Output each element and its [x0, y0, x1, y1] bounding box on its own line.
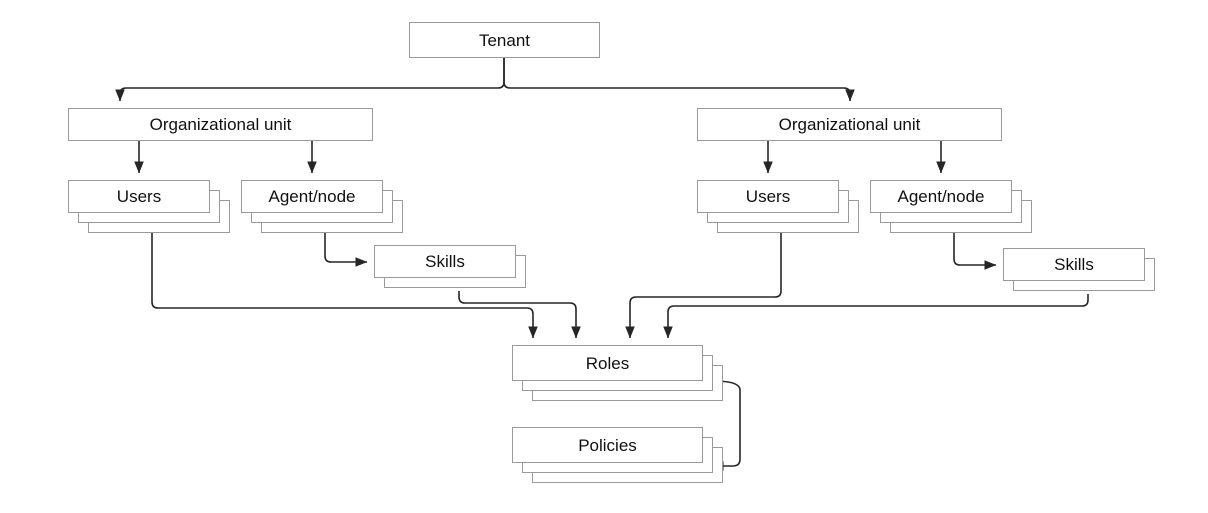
node-policies-card: Policies [512, 427, 703, 463]
node-agent-right[interactable]: Agent/node [870, 180, 1042, 243]
node-ou-right-card: Organizational unit [697, 108, 1002, 141]
node-users-right-card: Users [697, 180, 839, 213]
edge-users-right-to-roles [625, 233, 782, 339]
node-agent-left-label: Agent/node [268, 187, 356, 206]
node-roles[interactable]: Roles [512, 345, 733, 411]
node-users-right-label: Users [745, 187, 791, 206]
node-skills-left[interactable]: Skills [374, 245, 536, 298]
node-agent-left[interactable]: Agent/node [241, 180, 413, 243]
node-users-left[interactable]: Users [68, 180, 240, 243]
node-skills-right-label: Skills [1054, 255, 1094, 274]
node-agent-left-card: Agent/node [241, 180, 383, 213]
node-users-right[interactable]: Users [697, 180, 869, 243]
node-skills-left-card: Skills [374, 245, 516, 278]
node-tenant-card: Tenant [409, 22, 600, 58]
node-ou-right-label: Organizational unit [778, 115, 921, 134]
node-users-left-card: Users [68, 180, 210, 213]
edge-skills-left-to-roles [458, 291, 581, 339]
node-policies[interactable]: Policies [512, 427, 733, 493]
node-ou-right[interactable]: Organizational unit [697, 108, 1012, 151]
node-agent-right-label: Agent/node [897, 187, 985, 206]
node-roles-card: Roles [512, 345, 703, 381]
node-tenant[interactable]: Tenant [409, 22, 610, 68]
node-ou-left-label: Organizational unit [149, 115, 292, 134]
node-agent-right-card: Agent/node [870, 180, 1012, 213]
node-policies-label: Policies [578, 435, 637, 455]
node-roles-label: Roles [585, 353, 630, 373]
node-tenant-label: Tenant [478, 30, 531, 50]
node-ou-left[interactable]: Organizational unit [68, 108, 383, 151]
node-users-left-label: Users [116, 187, 162, 206]
node-skills-right-card: Skills [1003, 248, 1145, 281]
node-skills-right[interactable]: Skills [1003, 248, 1165, 301]
node-skills-left-label: Skills [425, 252, 465, 271]
node-ou-left-card: Organizational unit [68, 108, 373, 141]
